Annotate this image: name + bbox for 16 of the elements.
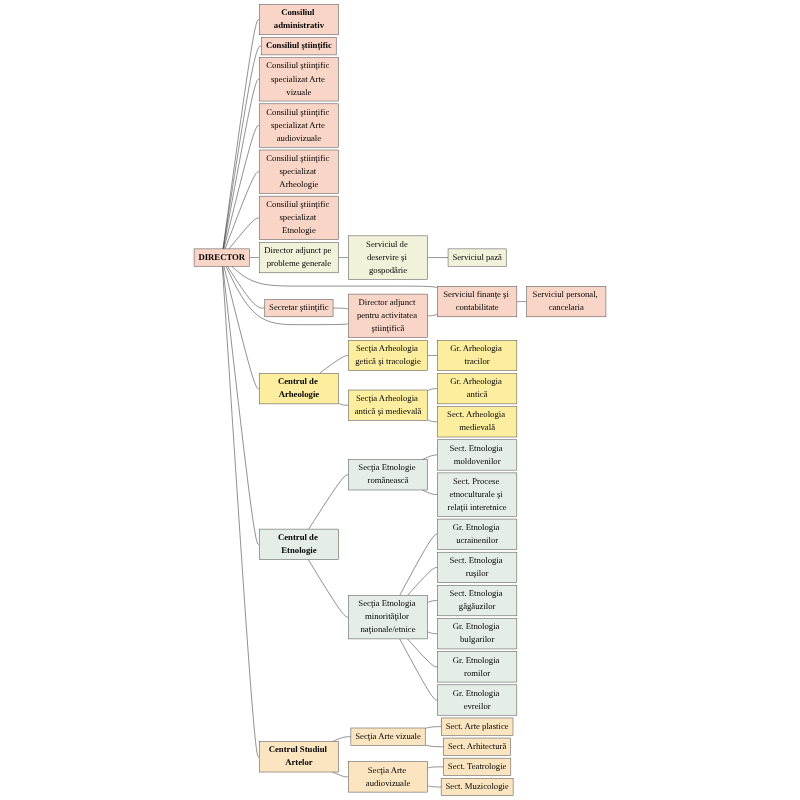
connector <box>223 79 260 250</box>
connector <box>332 771 349 778</box>
connector <box>222 19 260 250</box>
connector <box>223 266 260 389</box>
connector <box>231 266 438 289</box>
connector <box>427 257 449 258</box>
connector <box>223 125 260 250</box>
connector <box>225 266 349 325</box>
connector <box>222 266 260 545</box>
connector <box>224 171 260 250</box>
connector <box>421 489 438 495</box>
connector <box>227 266 266 309</box>
connector <box>222 45 262 250</box>
connector <box>421 454 438 460</box>
connector <box>222 266 260 758</box>
connector <box>427 314 438 317</box>
